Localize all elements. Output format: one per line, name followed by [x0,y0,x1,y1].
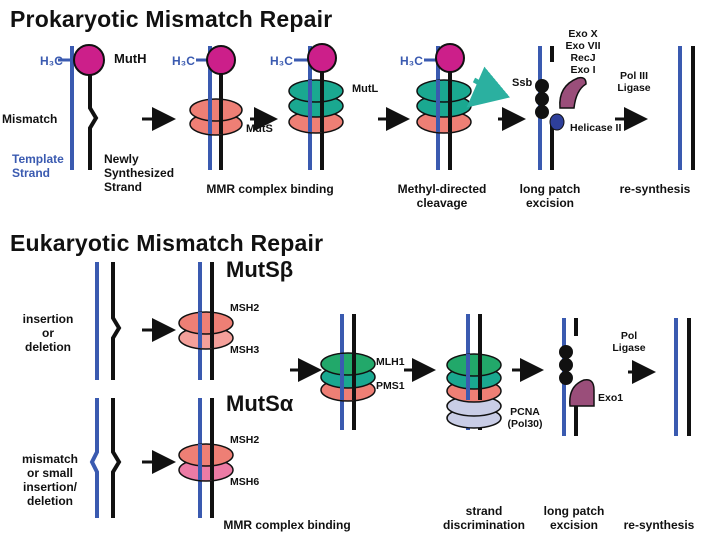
ssb-protein [535,79,549,93]
insertion-label: insertion or deletion [22,312,74,354]
pms1-label: PMS1 [376,380,405,392]
step-label: strand discrimination [442,504,525,532]
rpa-protein [559,345,573,359]
mutl-protein [288,79,344,103]
ssb-protein [535,105,549,119]
mutsbeta-complex [178,262,234,380]
pol3-ligase-label: Pol III Ligase [617,70,651,94]
mismatch-insertion-label: mismatch or small insertion/ deletion [21,452,79,508]
rpa-protein [559,358,573,372]
pcna-label: PCNA (Pol30) [507,406,543,430]
msh2-label: MSH2 [230,302,260,314]
step-label: re-synthesis [619,182,691,196]
pcna-complex [446,314,502,430]
h3c-label: H₃C [172,54,195,68]
mismatch-label: Mismatch [2,112,58,126]
euk-panel-insertion [95,262,122,380]
eukaryotic-title: Eukaryotic Mismatch Repair [10,230,324,256]
mlh1-protein [320,352,376,376]
prok-panel-excision [535,46,587,170]
step-label: MMR complex binding [206,182,334,196]
cleavage-arrow-icon [466,66,511,108]
mlh1-label: MLH1 [376,356,405,368]
muth-protein [307,43,337,73]
euk-panel-resynthesis [674,318,691,436]
prok-panel-cleavage [416,43,511,170]
msh2-label: MSH2 [230,434,260,446]
mutl-protein [416,79,472,103]
exonuclease-protein [559,76,587,109]
step-label: MMR complex binding [223,518,351,532]
msh2-protein [178,443,234,467]
h3c-label: H₃C [400,54,423,68]
step-label: re-synthesis [623,518,695,532]
mutsalpha-label: MutSα [226,391,294,416]
pol-ligase-label: Pol Ligase [612,330,646,354]
euk-panel-excision [559,318,595,436]
muth-protein [73,44,105,76]
exo1-protein [569,378,595,407]
exonucleases-label: Exo X Exo VII RecJ Exo I [565,28,601,76]
exo1-label: Exo1 [598,392,624,404]
mutsbeta-label: MutSβ [226,257,294,282]
h3c-label: H₃C [40,54,63,68]
prok-panel-resynthesis [678,46,695,170]
msh2-protein [178,311,234,335]
muts-label: MutS [246,123,273,135]
new-strand-label: Newly Synthesized Strand [104,152,175,194]
muth-protein [206,45,236,75]
mlh1-pms1-complex [320,314,376,430]
prokaryotic-title: Prokaryotic Mismatch Repair [10,6,333,32]
msh3-label: MSH3 [230,344,260,356]
prok-panel-muts [189,45,243,170]
msh6-label: MSH6 [230,476,260,488]
ssb-label: Ssb [512,77,533,89]
prok-panel-mutl [288,43,344,170]
step-label: Methyl-directed cleavage [397,182,487,210]
new-strand-with-bulge [88,56,99,170]
helicase-protein [549,113,565,131]
rpa-protein [559,371,573,385]
muth-label: MutH [114,51,147,66]
mutl-label: MutL [352,83,379,95]
prok-panel-mismatch [58,44,105,170]
euk-panel-mismatch [89,398,122,518]
template-strand-label: Template Strand [12,152,64,180]
mutsalpha-complex [178,398,234,518]
h3c-label: H₃C [270,54,293,68]
muts-protein [189,98,243,122]
muth-protein [435,43,465,73]
helicase-label: Helicase II [570,122,622,134]
step-label: long patch excision [543,504,605,532]
step-label: long patch excision [519,182,581,210]
ssb-protein [535,92,549,106]
